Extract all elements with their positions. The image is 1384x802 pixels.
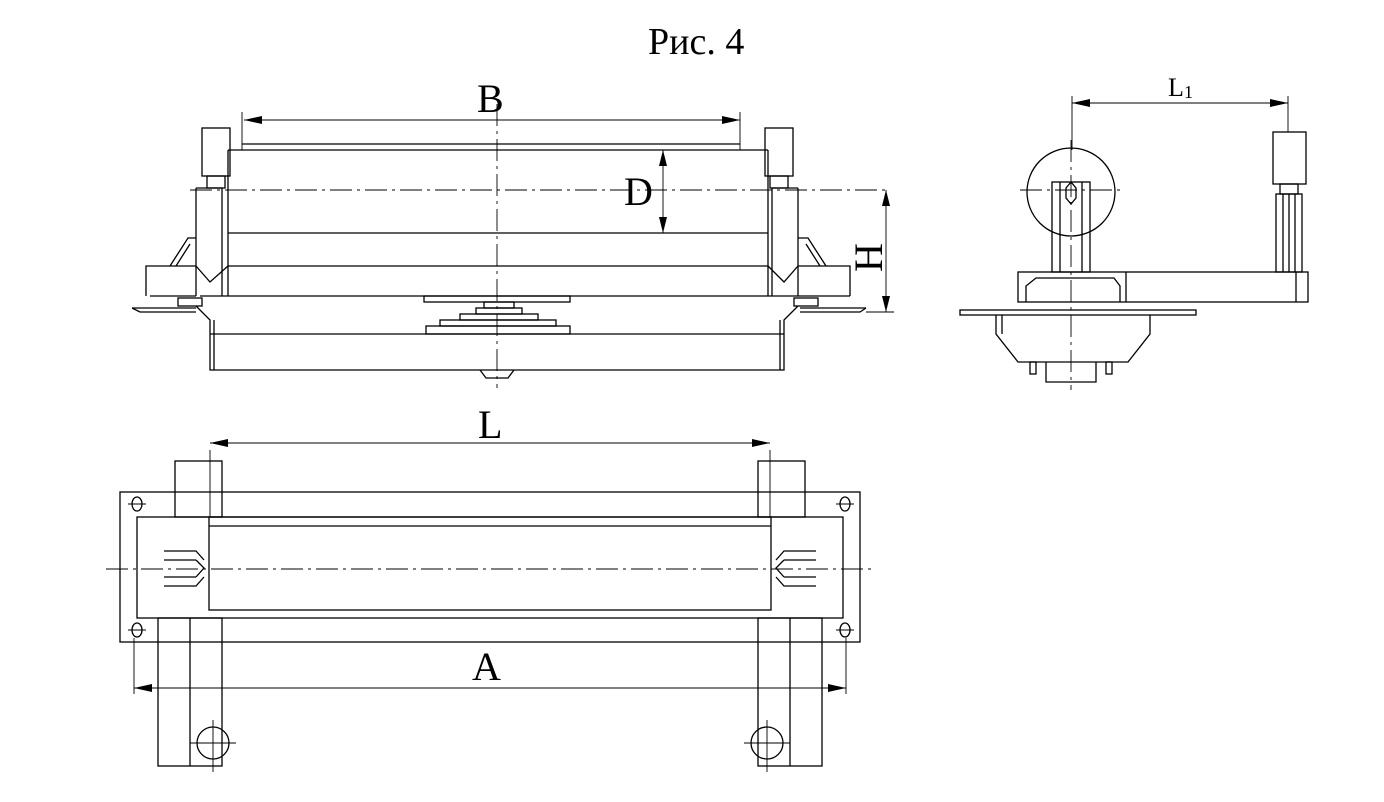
- plan-view: L: [106, 402, 876, 772]
- front-view: B: [131, 76, 894, 388]
- dimension-d-label: D: [624, 169, 653, 214]
- side-view: L 1: [959, 73, 1309, 390]
- dimension-a-label: A: [472, 644, 501, 689]
- dimension-h-label: H: [846, 243, 891, 272]
- dimension-l1-subscript: 1: [1184, 82, 1193, 102]
- dimension-l1-label: L: [1168, 73, 1184, 102]
- figure-title: Рис. 4: [648, 21, 744, 63]
- dimension-l-label: L: [478, 402, 502, 447]
- dimension-b-label: B: [477, 76, 504, 121]
